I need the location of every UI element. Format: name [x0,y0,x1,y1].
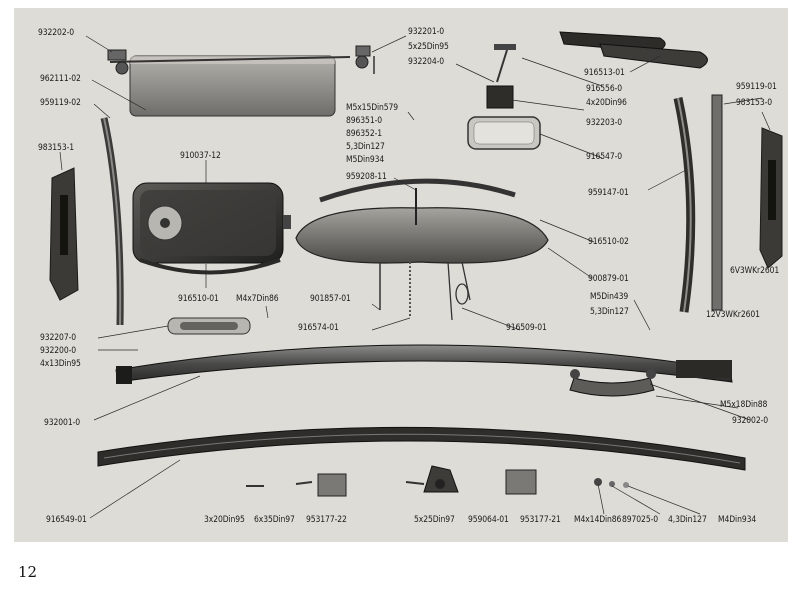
label-932201-0: 932201-0 [408,27,445,37]
label-5x25din97: 5x25Din97 [414,515,455,525]
storage-tray [132,182,291,275]
page-number: 12 [18,563,38,581]
label-916574-01: 916574-01 [298,323,339,333]
label-932207-0: 932207-0 [40,333,77,343]
roof-rail [115,344,733,384]
label-m5x15din579: M5x15Din579 [346,103,399,113]
label-5-3din127-a: 5,3Din127 [346,142,385,152]
label-983153-1: 983153-1 [38,143,75,153]
label-6x35din97: 6x35Din97 [254,515,295,525]
label-897025-0: 897025-0 [622,515,659,525]
bottom-hardware [246,465,629,497]
label-4x20din96: 4x20Din96 [586,98,627,108]
grab-handle [569,369,656,397]
label-6v3wkr2601: 6V3WKr2601 [730,266,780,276]
bench-seat [295,178,549,321]
left-pillar-trim [100,117,124,326]
label-901857-01: 901857-01 [310,294,351,304]
label-m5din934: M5Din934 [346,155,385,165]
label-916510-01: 916510-01 [178,294,219,304]
label-932001-0: 932001-0 [44,418,81,428]
rear-view-mirror [467,44,541,150]
label-932202-0: 932202-0 [38,28,75,38]
label-932002-0: 932002-0 [732,416,769,426]
label-12v3wkr2601: 12V3WKr2601 [706,310,760,320]
label-m5x18din88: M5x18Din88 [720,400,768,410]
label-m4din934: M4Din934 [718,515,757,525]
label-5x25din95: 5x25Din95 [408,42,449,52]
label-959119-02: 959119-02 [40,98,81,108]
label-916509-01: 916509-01 [506,323,547,333]
label-910037-12: 910037-12 [180,151,221,161]
leader-lines [59,35,771,519]
label-4-3din127: 4,3Din127 [668,515,707,525]
label-959119-01: 959119-01 [736,82,777,92]
label-916510-02: 916510-02 [588,237,629,247]
label-962111-02: 962111-02 [40,74,81,84]
label-932203-0: 932203-0 [586,118,623,128]
label-896352-1: 896352-1 [346,129,383,139]
label-896351-0: 896351-0 [346,116,383,126]
right-cover-plate [759,127,783,269]
label-916547-0: 916547-0 [586,152,623,162]
label-932200-0: 932200-0 [40,346,77,356]
left-cover-plate [49,167,79,301]
handle-bracket [167,317,251,335]
label-m4x7din86: M4x7Din86 [236,294,279,304]
weather-strip [97,426,746,471]
label-953177-22: 953177-22 [306,515,347,525]
label-959147-01: 959147-01 [588,188,629,198]
label-932204-0: 932204-0 [408,57,445,67]
label-900879-01: 900879-01 [588,274,629,284]
label-4x13din95: 4x13Din95 [40,359,81,369]
label-916549-01: 916549-01 [46,515,87,525]
label-916513-01: 916513-01 [584,68,625,78]
label-3x20din95: 3x20Din95 [204,515,245,525]
sun-visor [107,45,375,117]
label-m4x14din86: M4x14Din86 [574,515,622,525]
label-959208-11: 959208-11 [346,172,387,182]
right-pillar-trim [673,94,723,313]
label-5-3din127-b: 5,3Din127 [590,307,629,317]
label-916556-0: 916556-0 [586,84,623,94]
grab-strap [559,31,708,69]
label-959064-01: 959064-01 [468,515,509,525]
label-983153-0: 983153-0 [736,98,773,108]
label-953177-21: 953177-21 [520,515,561,525]
label-m5din439: M5Din439 [590,292,629,302]
